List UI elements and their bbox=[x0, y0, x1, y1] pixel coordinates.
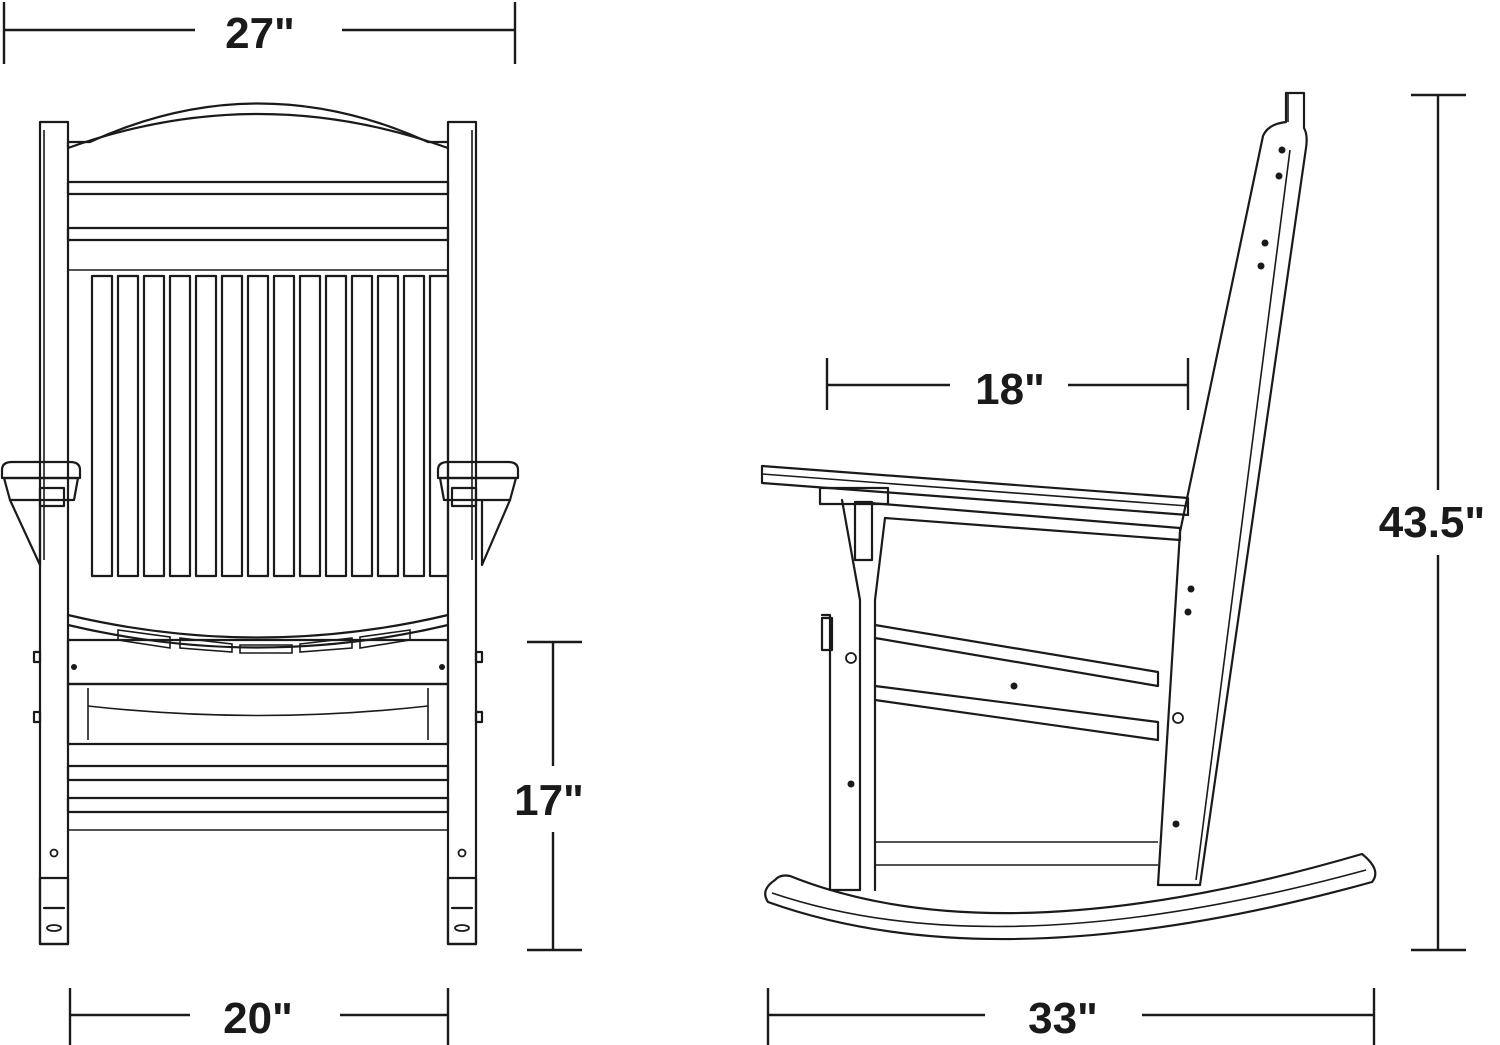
seat-front bbox=[66, 613, 450, 746]
side-armrest bbox=[760, 464, 1190, 562]
seat-width-label: 20" bbox=[223, 994, 293, 1043]
dimension-overall-width: 27" bbox=[2, 2, 517, 64]
chair-side-view bbox=[760, 91, 1377, 941]
overall-depth-label: 33" bbox=[1028, 994, 1098, 1043]
dimension-seat-width: 20" bbox=[68, 988, 450, 1045]
seat-height-label: 17" bbox=[514, 776, 584, 825]
dimension-seat-depth: 18" bbox=[825, 358, 1190, 414]
overall-width-label: 27" bbox=[225, 9, 295, 58]
right-armrest bbox=[436, 460, 520, 567]
overall-height-label: 43.5" bbox=[1379, 498, 1486, 547]
dimension-overall-height: 43.5" bbox=[1379, 93, 1486, 952]
dimension-overall-depth: 33" bbox=[766, 988, 1376, 1045]
left-armrest bbox=[0, 460, 82, 567]
dimension-seat-height: 17" bbox=[514, 640, 584, 952]
back-slats bbox=[90, 274, 450, 578]
seat-depth-label: 18" bbox=[975, 365, 1045, 414]
chair-front-view bbox=[0, 102, 520, 946]
